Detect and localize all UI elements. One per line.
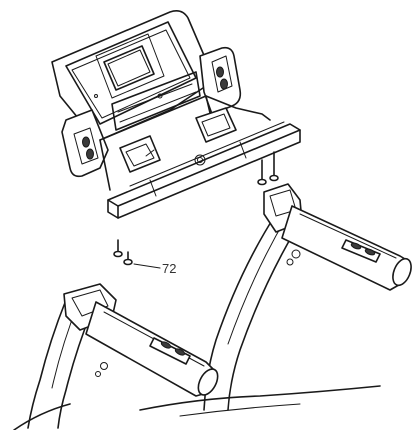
bolt-right-2 (269, 151, 279, 182)
bolt-right-1 (257, 159, 267, 186)
callout-72: 72 (133, 261, 176, 276)
right-upright-assembly (203, 183, 412, 411)
console-right-wing (199, 46, 242, 115)
console-left-wing (61, 109, 109, 178)
console-display-screen (103, 45, 155, 91)
base-frame (13, 385, 381, 430)
left-upright-assembly (27, 283, 219, 429)
console-head (51, 10, 301, 219)
bolt-left-1 (113, 239, 123, 258)
bolt-left-2 (123, 251, 133, 266)
console-mounting-bracket (107, 121, 301, 219)
callout-label-72: 72 (162, 261, 176, 276)
mounting-bolts (113, 151, 279, 266)
